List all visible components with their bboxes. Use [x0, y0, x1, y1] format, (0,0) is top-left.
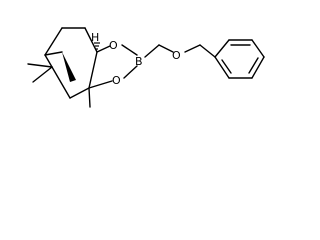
molecule-structure: H O B O O: [27, 27, 265, 108]
boron-label: B: [135, 55, 143, 68]
bond-o1-b: [121, 44, 138, 56]
pinane-skeleton: [27, 27, 98, 108]
hashed-bond-to-h: [94, 42, 100, 50]
bond-methyl-c: [88, 87, 91, 108]
aromatic-double-bond-2: [248, 57, 259, 74]
molecule-structure-canvas: H O B O O: [27, 27, 265, 108]
bond-o2-c6: [88, 80, 113, 89]
wedge-bridge-bond: [62, 52, 76, 82]
bond-c8-c7: [51, 66, 71, 99]
bond-b-o2: [123, 65, 138, 79]
bond-c4-c8: [44, 54, 53, 68]
ring-oxygen-lower-label: O: [112, 74, 121, 87]
ether-oxygen-label: O: [172, 49, 181, 62]
bond-b-ch2: [144, 44, 160, 58]
bond-c3-c4: [44, 27, 63, 56]
bond-c4-bridge: [44, 51, 63, 56]
aromatic-double-bond-3: [221, 59, 232, 74]
dioxaborolane-ring: [88, 44, 138, 89]
phenyl-ring: [214, 39, 265, 79]
bond-c7-c6: [69, 87, 90, 99]
bond-methyl-b: [32, 66, 53, 83]
bond-methyl-a: [27, 63, 53, 68]
stereo-h-label: H: [91, 31, 99, 44]
bond-ch2-o: [158, 44, 174, 53]
bond-c2-c1: [84, 27, 98, 53]
benzyloxymethyl-chain: [144, 44, 216, 58]
bond-c1-o1: [96, 45, 111, 53]
bond-o-ch2: [184, 44, 201, 53]
bond-c1-c6: [88, 51, 98, 89]
bond-ch2-ph: [199, 44, 216, 58]
ring-oxygen-upper-label: O: [109, 39, 118, 52]
